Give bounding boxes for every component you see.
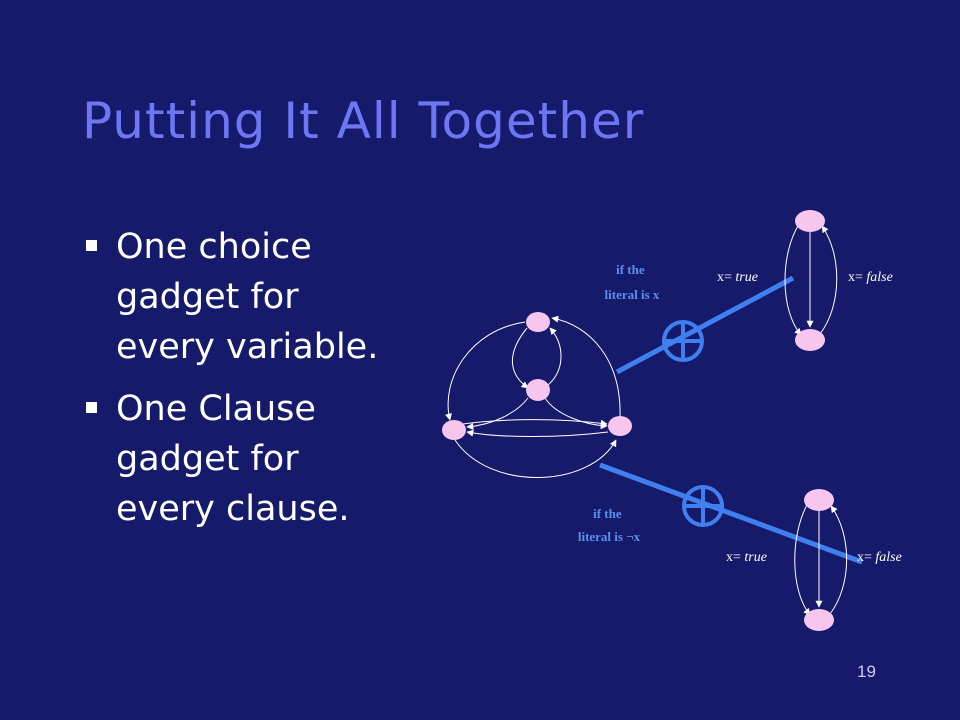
- xor-symbol-icon: [682, 485, 724, 527]
- literal-not-x-label: if the literal is ¬x: [578, 506, 641, 544]
- xor-symbol-icon: [662, 320, 704, 362]
- graph-node: [526, 312, 550, 332]
- connector-line-top: [615, 275, 795, 375]
- graph-node: [804, 489, 834, 511]
- bullet-item: One choice gadget for every variable.: [82, 222, 402, 372]
- top-false-label: x= false: [848, 270, 893, 285]
- bottom-true-label: x= true: [726, 550, 767, 565]
- clause-gadget-nodes: [442, 312, 632, 440]
- page-number: 19: [857, 662, 876, 681]
- clause-gadget-edges: [445, 315, 621, 478]
- graph-node: [608, 416, 632, 436]
- bullet-text: One choice gadget for every variable.: [116, 227, 379, 367]
- slide-title: Putting It All Together: [82, 92, 645, 150]
- top-choice-gadget-edges: [784, 223, 838, 336]
- square-bullet-icon: [86, 402, 97, 413]
- choice-gadget-nodes: [795, 210, 834, 631]
- bullet-item: One Clause gadget for every clause.: [82, 384, 402, 534]
- graph-node: [804, 609, 834, 631]
- graph-node: [442, 420, 466, 440]
- graph-node: [526, 379, 550, 401]
- bottom-false-label: x= false: [857, 550, 902, 565]
- top-true-label: x= true: [717, 270, 758, 285]
- bullet-list: One choice gadget for every variable. On…: [82, 222, 402, 546]
- graph-node: [795, 210, 825, 232]
- bottom-choice-gadget-edges: [794, 502, 848, 616]
- connector-line-bottom: [599, 462, 863, 565]
- bullet-text: One Clause gadget for every clause.: [116, 389, 350, 529]
- graph-node: [795, 329, 825, 351]
- literal-x-label: if the literal is x: [605, 262, 660, 302]
- square-bullet-icon: [86, 240, 97, 251]
